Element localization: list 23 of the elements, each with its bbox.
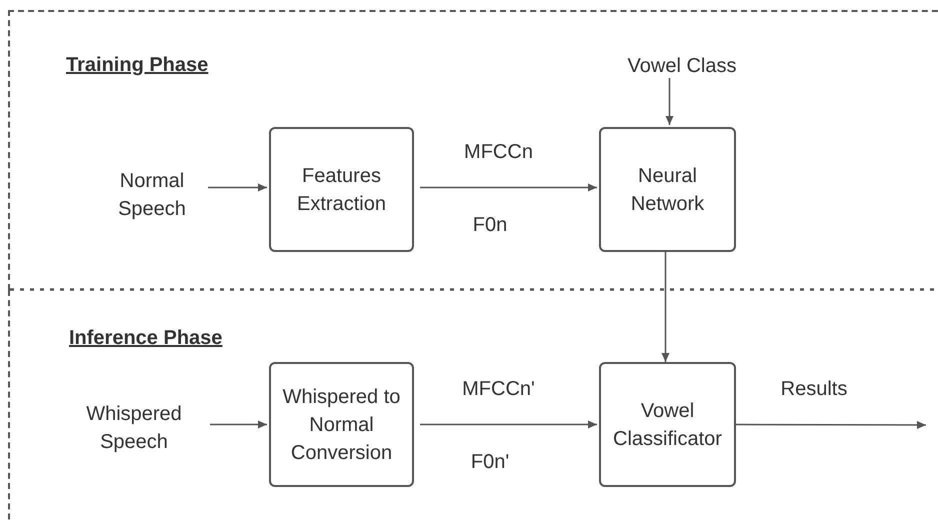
box-label: Vowel Classificator [612, 398, 723, 452]
arrow [420, 184, 597, 192]
phase-heading: Training Phase [66, 53, 208, 78]
box-label: Features Extraction [296, 164, 387, 216]
box-label: Whispered to Normal Conversion [282, 384, 402, 466]
process-box [599, 362, 736, 487]
phase-heading: Inference Phase [69, 326, 222, 351]
box-label: Neural Network [630, 164, 706, 216]
arrow [210, 420, 267, 428]
signal-label: F0n [472, 213, 508, 238]
input-text: Whispered Speech [64, 400, 204, 456]
process-box [269, 362, 414, 487]
arrow [420, 420, 597, 428]
phase-region [8, 10, 938, 290]
arrow [662, 250, 670, 362]
process-box [269, 127, 414, 252]
input-text: Vowel Class [607, 52, 757, 80]
arrow [208, 184, 267, 192]
arrow [666, 78, 674, 125]
signal-label: F0n' [470, 450, 510, 475]
arrow [734, 420, 926, 429]
process-box [599, 127, 736, 252]
input-text: Normal Speech [102, 167, 202, 223]
